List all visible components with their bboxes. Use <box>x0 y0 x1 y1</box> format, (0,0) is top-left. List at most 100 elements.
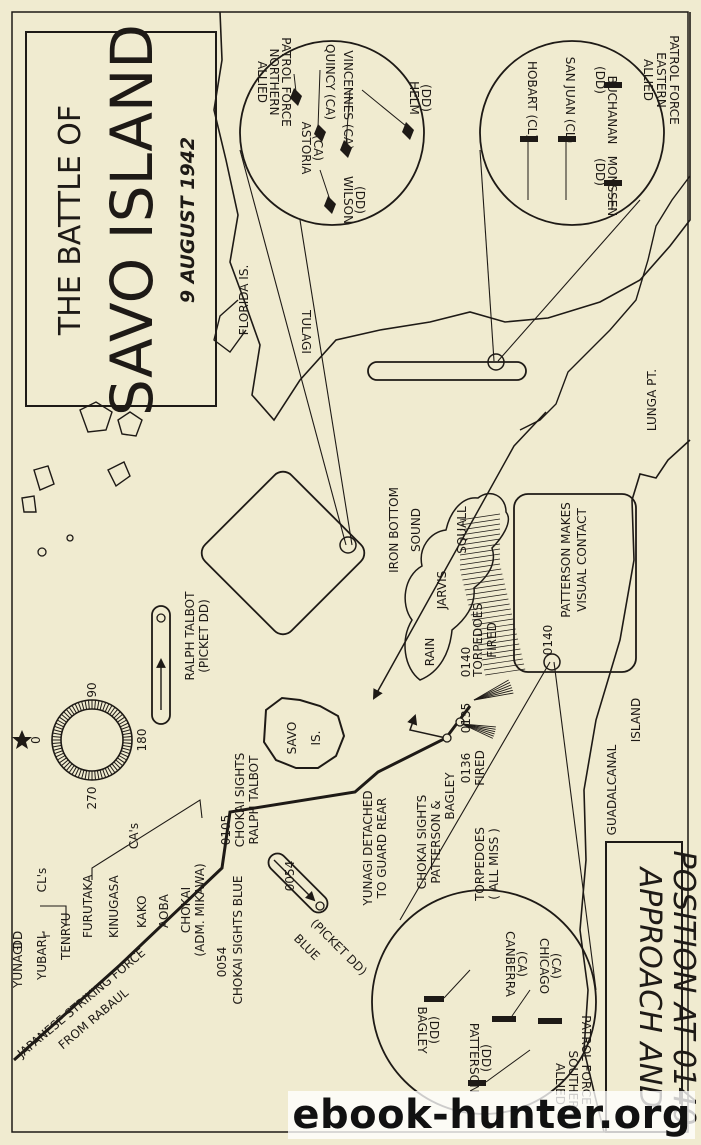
compass-tick <box>74 703 80 713</box>
cls-bracket <box>40 905 67 926</box>
compass-tick <box>113 711 121 719</box>
blue-point <box>315 901 325 911</box>
small-island-2 <box>117 411 143 437</box>
chokai-label-1: CHOKAI <box>179 887 193 933</box>
compass-tick <box>81 701 85 711</box>
southern-area-box <box>513 493 637 673</box>
blue-patrol-bar <box>267 852 329 914</box>
torpedo-track <box>473 684 512 701</box>
south-title-3: PATROL FORCE <box>579 1015 593 1104</box>
compass-tick <box>74 767 80 777</box>
east-title-2: EASTERN <box>654 52 668 108</box>
compass-tick <box>71 766 77 775</box>
compass-tick <box>122 742 132 744</box>
torpedoes-0140-1: TORPEDOES <box>471 603 485 678</box>
sights-pb-3: BAGLEY <box>443 772 457 820</box>
eastern-ship-glyphs <box>520 82 622 186</box>
compass-tick <box>113 761 121 769</box>
compass-tick <box>52 732 62 736</box>
rain-hatching <box>459 513 526 676</box>
rain-hatch-line <box>476 633 517 641</box>
compass-tick <box>52 742 62 744</box>
buchanan-label: BUCHANAN <box>605 76 619 145</box>
title-box <box>25 31 217 407</box>
buchanan-type: (DD) <box>593 66 607 94</box>
compass-tick <box>119 722 129 728</box>
wilson-label: WILSON <box>341 176 355 224</box>
northern-focus-marker <box>339 536 357 554</box>
compass-tick <box>102 702 107 712</box>
rain-hatch-line <box>482 658 523 666</box>
compass-tick <box>55 752 65 758</box>
ralph-point <box>156 613 166 623</box>
astoria-type: (CA) <box>311 135 325 161</box>
squall-label: SQUALL <box>455 506 469 554</box>
blue-time-label: 0054 <box>283 861 297 892</box>
eastern-ship-lines <box>527 142 613 210</box>
compass-tick <box>61 713 69 721</box>
compass-tick <box>54 750 64 755</box>
rain-hatch-line <box>462 573 503 581</box>
compass-tick <box>122 732 132 736</box>
compass-tick <box>120 725 130 730</box>
southern-ship-lines <box>443 969 531 1083</box>
compass-tick <box>57 755 66 761</box>
torpedo-fan-0140 <box>473 679 514 701</box>
compass-tick <box>54 725 64 730</box>
yunagi-detached-1: YUNAGI DETACHED <box>361 790 375 906</box>
florida-label: FLORIDA IS. <box>237 265 251 336</box>
rain-hatch-line <box>473 618 514 626</box>
compass-tick <box>120 750 130 755</box>
compass-tick <box>104 767 110 777</box>
blue-patrol-arrow <box>273 859 316 902</box>
tulagi-label: TULAGI <box>299 309 313 354</box>
watermark: ebook-hunter.org <box>288 1091 695 1139</box>
compass-tick <box>96 770 100 780</box>
torpedo-track <box>473 689 513 701</box>
iron-bottom-label-1: IRON BOTTOM <box>387 487 401 573</box>
sights-pb-1: CHOKAI SIGHTS <box>415 795 429 890</box>
compass-tick <box>111 709 119 717</box>
southern-connector-b <box>553 661 597 991</box>
compass-tick <box>53 747 63 751</box>
torpedo-track <box>461 723 494 739</box>
rain-hatch-line <box>465 588 507 596</box>
hobart-label: HOBART (CL) <box>525 61 539 139</box>
compass-tick <box>63 711 71 719</box>
compass-w-label: 270 <box>85 787 99 810</box>
jarvis-track <box>372 411 547 700</box>
rain-hatch-line <box>479 643 520 651</box>
florida-inlet <box>213 299 247 353</box>
compass-tick <box>118 719 127 725</box>
monssen-type: (DD) <box>593 158 607 186</box>
torpedo-track <box>473 692 514 701</box>
compass-tick <box>88 770 90 780</box>
patterson-contact-2: VISUAL CONTACT <box>575 507 589 611</box>
title-date: 9 AUGUST 1942 <box>177 137 199 303</box>
rain-hatch-line <box>459 513 501 521</box>
compass-tick <box>102 768 107 778</box>
japanese-force-track <box>12 705 472 1062</box>
north-star-icon <box>12 730 32 749</box>
title-line-1: THE BATTLE OF <box>53 105 88 336</box>
track-point-0135 <box>442 733 452 743</box>
savo-label-1: SAVO <box>285 722 299 755</box>
rain-hatch-line <box>463 578 504 586</box>
compass-n-label: 0 <box>29 736 43 744</box>
compass-tick <box>65 709 73 717</box>
rain-hatch-line <box>475 628 516 636</box>
monssen-label: MONSSEN <box>605 156 619 217</box>
time-0140-torp: 0140 <box>459 647 473 678</box>
rain-hatch-line <box>459 528 501 536</box>
cas-bracket <box>91 799 203 880</box>
rain-hatch-line <box>480 648 521 656</box>
event-0054-text: CHOKAI SIGHTS BLUE <box>231 876 245 1005</box>
savo-label-2: IS. <box>309 731 323 746</box>
compass-tick <box>122 736 132 738</box>
rain-hatch-line <box>459 553 501 561</box>
northern-ship-glyphs <box>290 88 414 214</box>
torpedoes-0140-2: FIRED <box>485 622 499 658</box>
dd-bracket <box>42 931 50 937</box>
torpedo-track <box>473 679 509 701</box>
rain-hatch-line <box>461 568 502 576</box>
